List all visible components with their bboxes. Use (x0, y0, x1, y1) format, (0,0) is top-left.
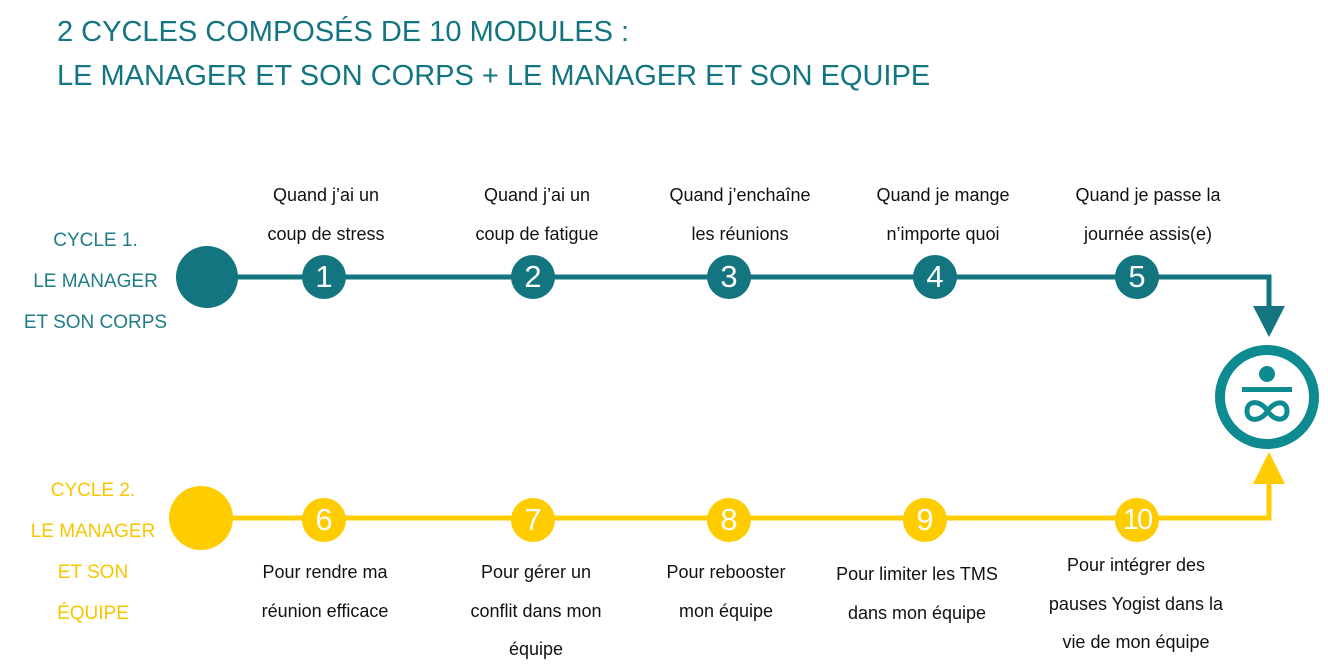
module-6-dot (302, 498, 346, 542)
cycle-2-label-line: LE MANAGER (30, 521, 156, 542)
module-text-line: pauses Yogist dans la (1048, 593, 1224, 614)
cycle-2-label-line: CYCLE 2. (50, 480, 136, 501)
title-line-1: 2 CYCLES COMPOSÉS DE 10 MODULES : (57, 16, 630, 48)
module-text-line: mon équipe (678, 600, 774, 621)
module-3-dot (707, 255, 751, 299)
module-6-text: Pour rendre ma réunion efficace (225, 553, 425, 630)
module-text-line: Pour limiter les TMS (836, 564, 998, 584)
module-9-number: 9 (916, 502, 934, 537)
module-8-dot (707, 498, 751, 542)
module-5-text: Quand je passe la journée assis(e) (1048, 176, 1248, 253)
module-1-text: Quand j’ai un coup de stress (226, 176, 426, 253)
module-9-text: Pour limiter les TMS dans mon équipe (817, 555, 1017, 632)
module-text-line: équipe (508, 639, 564, 659)
module-10-text: Pour intégrer des pauses Yogist dans la … (1036, 546, 1236, 662)
module-text-line: dans mon équipe (847, 602, 987, 623)
module-text-line: Pour rebooster (666, 562, 786, 582)
module-2-dot (511, 255, 555, 299)
module-2-number: 2 (524, 259, 542, 294)
module-4-dot (913, 255, 957, 299)
module-7-number: 7 (524, 502, 542, 537)
cycle-1-label-line: CYCLE 1. (53, 230, 138, 251)
module-3-number: 3 (720, 259, 738, 294)
module-8-number: 8 (720, 502, 738, 537)
module-text-line: les réunions (691, 223, 789, 244)
module-3-text: Quand j’enchaîne les réunions (640, 176, 840, 253)
module-text-line: Quand j’ai un (272, 185, 380, 205)
module-text-line: conflit dans mon (470, 600, 602, 621)
module-text-line: coup de fatigue (475, 223, 599, 244)
module-text-line: vie de mon équipe (1062, 632, 1210, 652)
cycle-2-label: CYCLE 2. LE MANAGER ET SON ÉQUIPE (18, 470, 168, 634)
title-line-2: LE MANAGER ET SON CORPS + LE MANAGER ET … (57, 60, 931, 92)
module-7-dot (511, 498, 555, 542)
cycle-1-track (176, 246, 1285, 337)
module-text-line: réunion efficace (261, 600, 389, 621)
cycle-1-arrow-icon (1253, 306, 1285, 337)
cycle-2-start-dot (169, 486, 233, 550)
cycle-1-label: CYCLE 1. LE MANAGER ET SON CORPS (18, 220, 173, 343)
cycle-2-label-line: ET SON (57, 562, 129, 583)
module-6-number: 6 (315, 502, 333, 537)
module-text-line: Pour gérer un (480, 562, 592, 582)
module-10-number: 10 (1122, 504, 1153, 536)
module-1-number: 1 (315, 259, 333, 294)
module-5-number: 5 (1128, 259, 1146, 294)
module-text-line: Quand je mange (876, 185, 1010, 205)
yogist-logo-icon (1215, 345, 1319, 449)
cycle-1-label-line: LE MANAGER (33, 271, 158, 292)
cycle-1-start-dot (176, 246, 238, 308)
module-4-number: 4 (926, 259, 944, 294)
module-7-text: Pour gérer un conflit dans mon équipe (436, 553, 636, 669)
module-8-text: Pour rebooster mon équipe (626, 553, 826, 630)
module-text-line: Quand je passe la (1075, 185, 1221, 205)
module-text-line: Pour intégrer des (1066, 555, 1206, 575)
module-10-dot (1115, 498, 1159, 542)
module-1-dot (302, 255, 346, 299)
module-text-line: Pour rendre ma (262, 562, 388, 582)
cycle-2-label-line: ÉQUIPE (57, 603, 129, 624)
module-text-line: journée assis(e) (1083, 223, 1213, 244)
module-9-dot (903, 498, 947, 542)
cycle-2-track (169, 452, 1285, 550)
module-text-line: Quand j’enchaîne (669, 185, 811, 205)
module-5-dot (1115, 255, 1159, 299)
module-text-line: coup de stress (267, 223, 385, 244)
page-title: 2 CYCLES COMPOSÉS DE 10 MODULES : LE MAN… (57, 10, 930, 98)
module-text-line: Quand j’ai un (483, 185, 591, 205)
module-4-text: Quand je mange n’importe quoi (843, 176, 1043, 253)
module-text-line: n’importe quoi (886, 223, 1000, 244)
cycle-2-arrow-icon (1253, 452, 1285, 484)
module-2-text: Quand j’ai un coup de fatigue (437, 176, 637, 253)
cycle-1-label-line: ET SON CORPS (23, 312, 168, 333)
